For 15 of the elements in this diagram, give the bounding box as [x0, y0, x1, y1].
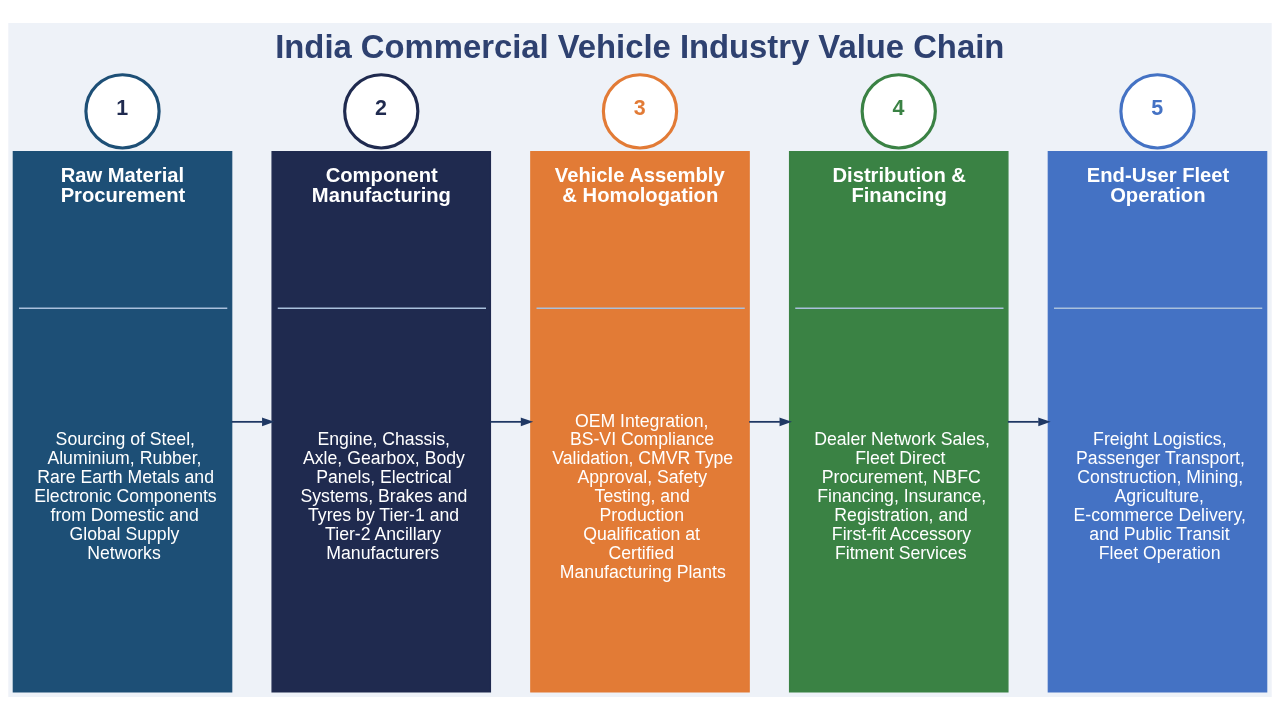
node-circle: 1: [84, 73, 161, 150]
arrow: [489, 417, 534, 427]
diagram-title: India Commercial Vehicle Industry Value Chain: [275, 28, 1005, 66]
arrow: [748, 417, 792, 427]
node-box: End-User Fleet Operation Freight Logistics, Passenger Transport, Construction, Mining, Agriculture, E-commerce Delivery, and Public Transit Fleet Operation: [1047, 151, 1268, 693]
node-box: Raw Material Procurement Sourcing of Steel, Aluminium, Rubber, Rare Earth Metals and Electronic Components from Domestic and Global Supply Networks: [12, 151, 233, 693]
node-circle: 2: [343, 73, 420, 150]
node-circle: 3: [601, 73, 679, 150]
node-box: Distribution & Financing Dealer Network Sales, Fleet Direct Procurement, NBFC Financing, Insurance, Registration, and First-fit Accessory Fitment Services: [788, 151, 1009, 693]
node-box: Component Manufacturing Engine, Chassis, Axle, Gearbox, Body Panels, Electrical Systems, Brakes and Tyres by Tier-1 and Tier-2 Ancillary Manufacturers: [271, 151, 492, 693]
node-circle: 5: [1119, 73, 1196, 150]
node-box: Vehicle Assembly & Homologation OEM Integration, BS-VI Compliance Validation, CMVR Type Approval, Safety Testing, and Production Qualification at Certified Manufacturing Plants: [530, 151, 750, 693]
arrow: [230, 417, 275, 427]
arrow: [1007, 417, 1051, 427]
node-circle: 4: [860, 73, 937, 150]
